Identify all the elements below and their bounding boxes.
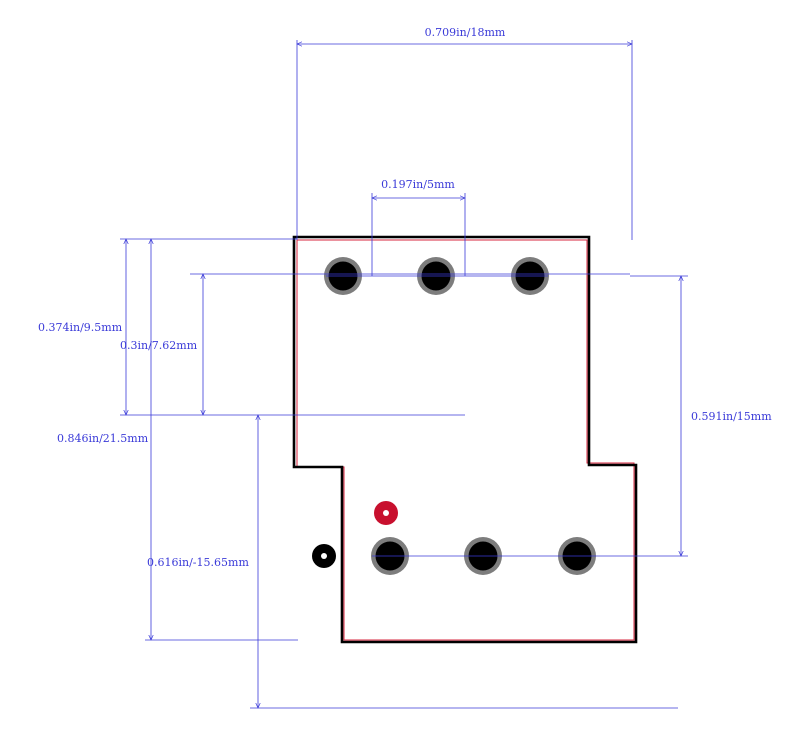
dim-lower-offset-label: 0.616in/-15.65mm <box>147 556 249 569</box>
pin1-marker-icon <box>374 501 398 525</box>
dim-pin-pitch-label: 0.197in/5mm <box>381 178 455 191</box>
dim-row-spacing-label: 0.591in/15mm <box>691 410 772 423</box>
dim-overall-height-label: 0.846in/21.5mm <box>57 432 149 445</box>
dim-overall-width-label: 0.709in/18mm <box>425 26 506 39</box>
pads <box>324 257 596 575</box>
dim-body-upper-height-label: 0.374in/9.5mm <box>38 321 123 334</box>
outline-inner-line <box>296 239 635 641</box>
origin-marker-icon <box>312 544 336 568</box>
dimension-lines <box>120 40 688 708</box>
outline-body <box>292 235 638 644</box>
component-outline <box>292 235 638 644</box>
dim-row-to-step-label: 0.3in/7.62mm <box>120 339 198 352</box>
